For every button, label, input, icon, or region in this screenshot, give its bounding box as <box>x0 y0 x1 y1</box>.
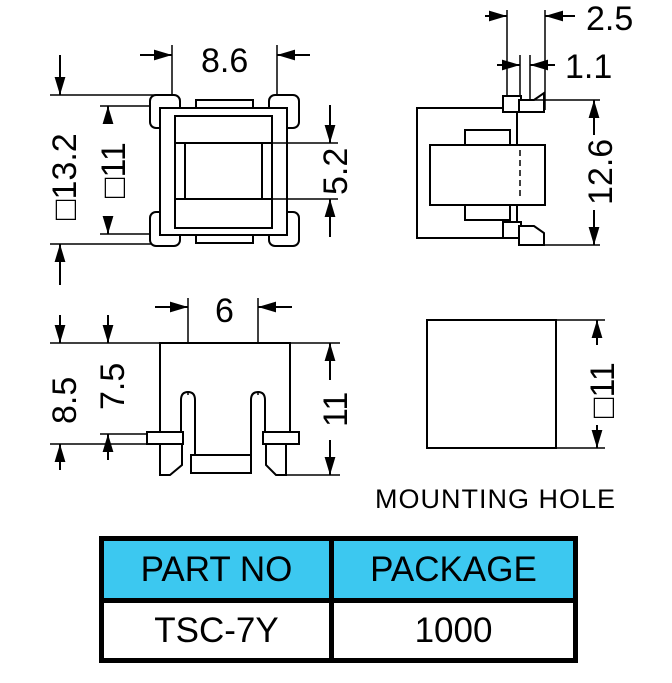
dim-front-overall: 8.5 <box>46 377 84 424</box>
dim-front-body: 7.5 <box>94 363 132 410</box>
table-header-part-no: PART NO <box>104 541 329 598</box>
mounting-hole-view: □11 MOUNTING HOLE <box>375 319 622 514</box>
dim-front-total: 11 <box>317 392 355 427</box>
dim-inner-height: 5.2 <box>317 148 355 195</box>
dim-side-height: 12.6 <box>582 139 620 205</box>
dim-hole-square: □11 <box>584 362 622 418</box>
side-view: 2.5 1.1 12.6 <box>416 0 633 246</box>
table-cell-part-no: TSC-7Y <box>104 603 329 658</box>
spec-table: PART NO PACKAGE TSC-7Y 1000 <box>99 536 578 663</box>
mounting-hole-label: MOUNTING HOLE <box>375 484 616 514</box>
dim-inner-square: □11 <box>95 142 133 198</box>
front-view: 6 8.5 7.5 11 <box>46 292 355 476</box>
dim-top-width: 8.6 <box>201 42 248 80</box>
top-view: 8.6 □13.2 □11 5.2 <box>46 42 355 285</box>
table-cell-package: 1000 <box>334 603 573 658</box>
dim-outer-square: □13.2 <box>46 133 84 220</box>
dim-side-step: 1.1 <box>565 48 612 86</box>
dim-side-offset: 2.5 <box>586 0 633 38</box>
table-header-package: PACKAGE <box>334 541 573 598</box>
dim-front-width: 6 <box>215 292 234 330</box>
